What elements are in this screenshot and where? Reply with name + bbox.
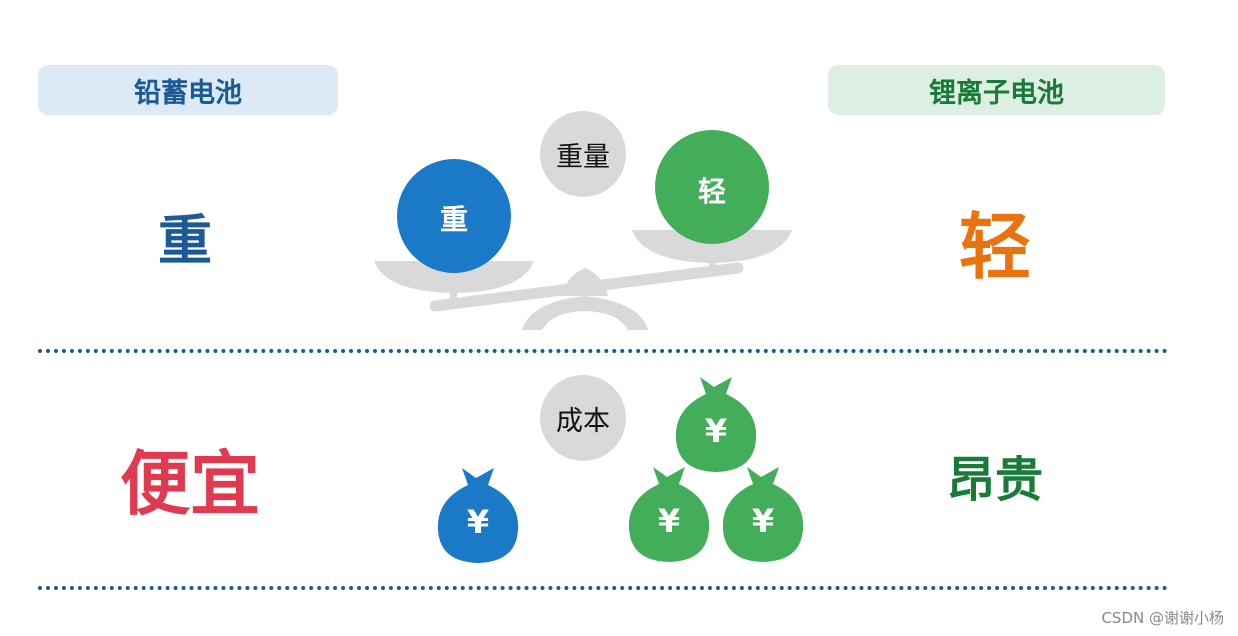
- weight-label: 重量: [540, 111, 626, 197]
- yen-symbol: ¥: [657, 502, 681, 540]
- watermark: CSDN @谢谢小杨: [1101, 609, 1224, 627]
- heavy-ball-label: 重: [439, 203, 468, 236]
- yen-symbol: ¥: [466, 503, 490, 541]
- right-weight-value: 轻: [958, 205, 1031, 289]
- cost-label: 成本: [540, 375, 626, 461]
- divider-bottom: [38, 586, 1168, 590]
- yen-symbol: ¥: [704, 412, 728, 450]
- left-weight-value: 重: [158, 209, 212, 272]
- header-lithium-ion-battery: 锂离子电池: [828, 65, 1165, 115]
- yen-symbol: ¥: [751, 502, 775, 540]
- left-cost-value: 便宜: [120, 443, 260, 525]
- divider-top: [38, 349, 1168, 353]
- light-ball-label: 轻: [697, 175, 726, 208]
- header-lead-acid-battery: 铅蓄电池: [38, 65, 338, 115]
- right-cost-value: 昂贵: [946, 452, 1043, 508]
